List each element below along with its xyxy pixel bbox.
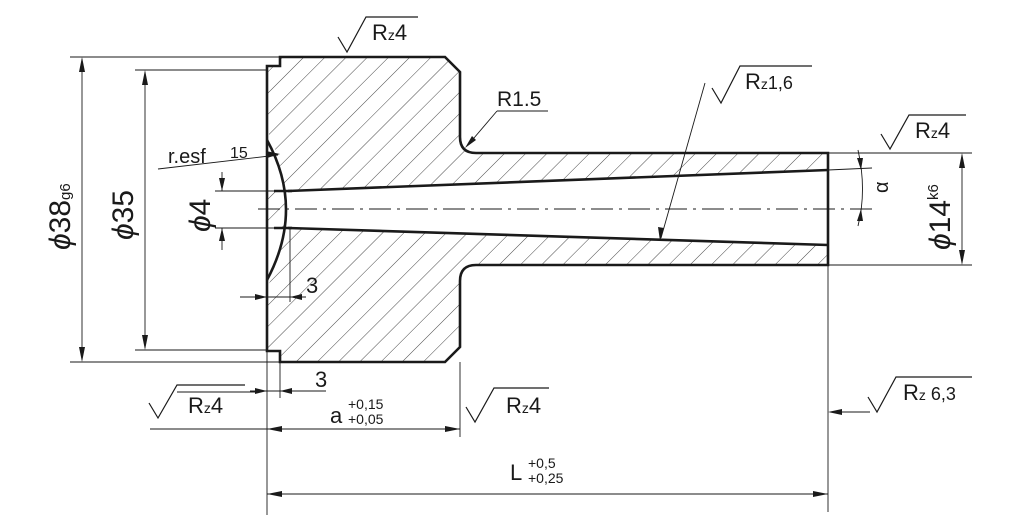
depth-arrow-left — [255, 294, 267, 300]
chamfer-arrow-left — [255, 388, 267, 394]
sphere-leader — [157, 154, 279, 170]
depth-arrow-right — [290, 294, 302, 300]
arrow-35-bot — [142, 335, 148, 350]
svg-text:Rz 6,3: Rz 6,3 — [903, 380, 956, 405]
bore-upper-line — [287, 168, 829, 193]
svg-text:Rz4: Rz4 — [372, 20, 407, 45]
chamfer-arrow-right — [280, 388, 292, 394]
svg-text:Rz1,6: Rz1,6 — [745, 69, 793, 94]
svg-text:Rz4: Rz4 — [188, 393, 223, 418]
arrow-35-top — [142, 70, 148, 85]
alpha-arrow-bot — [857, 209, 863, 221]
fillet-arrow — [465, 136, 476, 148]
bore-lower-line — [287, 226, 829, 247]
sphere-label: r.esf — [168, 146, 206, 168]
dim-L-main: L — [510, 460, 522, 485]
dim-L-lower: +0,25 — [528, 470, 564, 486]
dim-35-label: ϕ35 — [107, 190, 140, 240]
arrow-a-left — [267, 426, 282, 432]
dim-a-upper: +0,15 — [348, 396, 384, 412]
arrow-L-right — [813, 491, 828, 497]
roughness-top-flange: Rz4 — [337, 16, 418, 54]
alpha-label: α — [871, 181, 893, 193]
dim-a-lower: +0,05 — [348, 411, 384, 427]
sphere-arrow — [266, 151, 280, 158]
arrow-4-top — [219, 178, 225, 191]
chamfer-label: 3 — [315, 367, 327, 392]
svg-text:Rz4: Rz4 — [915, 118, 950, 143]
roughness-shaft-end: Rz4 — [880, 114, 966, 151]
dim-a-main: a — [330, 403, 343, 428]
dim-4-label: ϕ4 — [184, 199, 217, 232]
arrow-14-bot — [959, 250, 965, 265]
sphere-value: 15 — [230, 145, 248, 162]
svg-text:Rz4: Rz4 — [506, 393, 541, 418]
arrow-a-right — [445, 426, 460, 432]
dim-L-upper: +0,5 — [528, 455, 556, 471]
roughness-right-face: Rz 6,3 — [828, 376, 972, 415]
arrow-14-top — [959, 153, 965, 168]
depth-label: 3 — [306, 273, 318, 298]
dim-38-label: ϕ38g6 — [44, 183, 77, 250]
dim-14-label: ϕ14k6 — [924, 184, 957, 250]
arrow-38-top — [79, 57, 85, 72]
arrow-38-bot — [79, 347, 85, 362]
alpha-arrow-top — [857, 158, 863, 170]
roughness-shoulder: Rz4 — [465, 387, 549, 424]
roughness-left-face: Rz4 — [148, 384, 255, 420]
spherical-recess — [265, 139, 288, 281]
arrow-L-left — [267, 491, 282, 497]
arrow-4-bot — [219, 228, 225, 241]
roughness-cone: Rz1,6 — [658, 65, 812, 241]
fillet-label: R1.5 — [497, 88, 541, 111]
alpha-ext-upper — [827, 167, 873, 171]
